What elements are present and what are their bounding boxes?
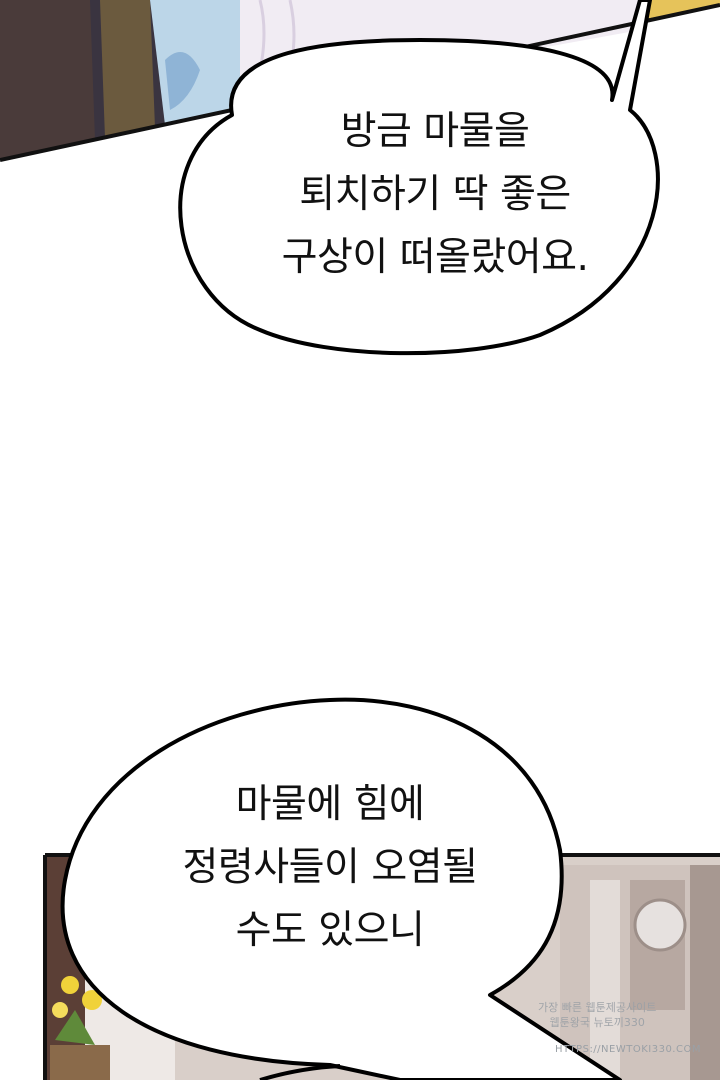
speech-text-top: 방금 마물을 퇴치하기 딱 좋은 구상이 떠올랐어요. <box>220 100 650 289</box>
watermark: 가장 빠른 웹툰제공사이트 웹툰왕국 뉴토끼330 <box>538 1000 656 1030</box>
speech-bubble-top <box>178 0 660 356</box>
speech-line: 퇴치하기 딱 좋은 <box>299 172 571 217</box>
speech-text-bottom: 마물에 힘에 정령사들이 오염될 수도 있으니 <box>120 773 540 962</box>
watermark-url: HTTPS://NEWTOKI330.COM <box>555 1044 701 1055</box>
speech-line: 정령사들이 오염될 <box>182 845 478 890</box>
speech-line: 방금 마물을 <box>340 109 530 154</box>
speech-bubble-bottom <box>60 697 622 1080</box>
speech-line: 수도 있으니 <box>235 908 425 953</box>
watermark-line: 가장 빠른 웹툰제공사이트 <box>538 1001 657 1014</box>
speech-line: 마물에 힘에 <box>235 782 425 827</box>
speech-line: 구상이 떠올랐어요. <box>281 235 589 280</box>
watermark-line: 웹툰왕국 뉴토끼330 <box>549 1016 645 1029</box>
